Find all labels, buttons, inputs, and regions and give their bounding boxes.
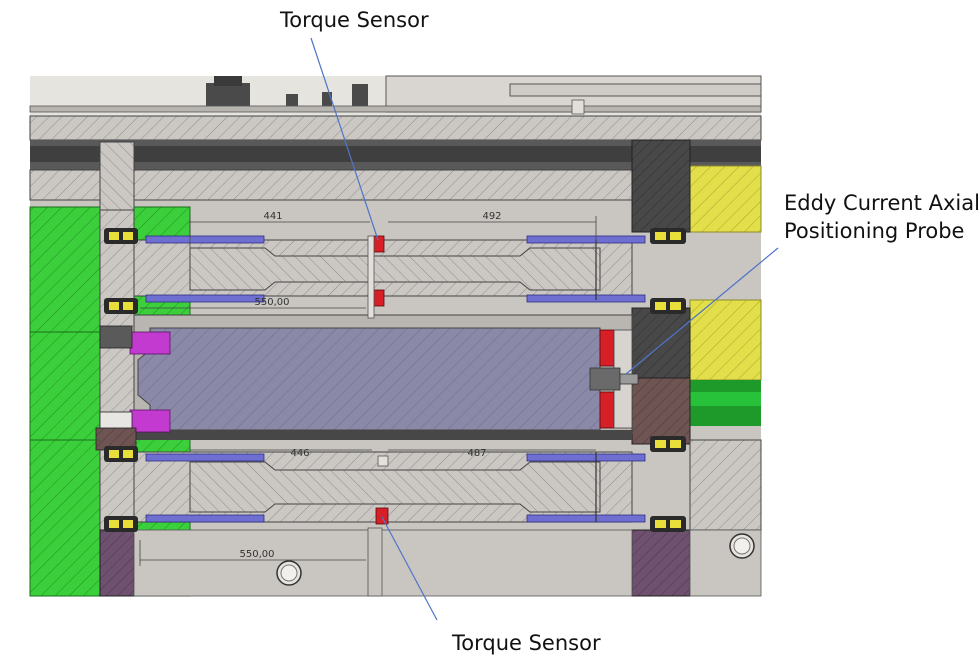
dimension-upper-total: 550,00 [255, 297, 290, 308]
callout-torque-sensor-bottom: Torque Sensor [451, 631, 601, 655]
callout-eddy-current-line2: Positioning Probe [784, 219, 964, 243]
right-yellow-housing [689, 165, 762, 426]
dimension-lower-total: 550,00 [240, 549, 275, 560]
top-fixtures [29, 75, 762, 115]
bearings [104, 228, 686, 532]
leader-lines [310, 37, 779, 621]
bolt-holes [276, 533, 755, 586]
callout-torque-sensor-top: Torque Sensor [279, 8, 429, 32]
right-end-blocks [99, 139, 691, 597]
upper-shaft-section [133, 235, 646, 303]
dimension-lower-right: 487 [467, 448, 486, 459]
dimension-lines [139, 216, 597, 566]
probe-holders [95, 325, 171, 451]
torque-sensors [367, 235, 389, 597]
central-shaft [133, 314, 639, 440]
dimension-lower-left: 446 [290, 448, 309, 459]
torque-sensor-upper [373, 235, 385, 253]
torque-sensor-lower [375, 507, 389, 525]
dimension-upper-right: 492 [482, 211, 501, 222]
dimension-upper-left: 441 [263, 211, 282, 222]
callout-eddy-current-line1: Eddy Current Axial [784, 191, 980, 215]
